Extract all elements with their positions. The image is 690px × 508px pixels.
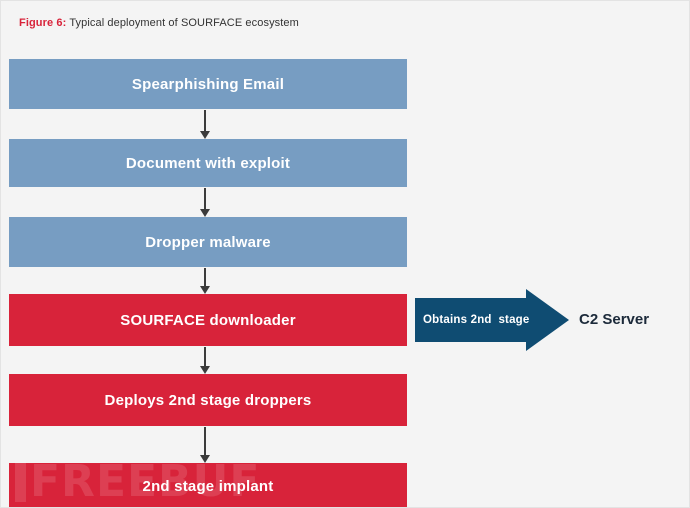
flow-node-sourface-downloader: SOURFACE downloader (9, 294, 407, 346)
c2-block-arrow: Obtains 2nd stage (415, 289, 569, 351)
flow-arrow-down-3-icon (200, 268, 210, 294)
figure-caption-text: Typical deployment of SOURFACE ecosystem (66, 17, 299, 29)
figure-caption: Figure 6: Typical deployment of SOURFACE… (19, 17, 299, 29)
flow-arrow-down-5-icon (200, 427, 210, 463)
c2-arrow-label: Obtains 2nd stage (423, 314, 530, 326)
flow-node-spearphishing-email: Spearphishing Email (9, 59, 407, 109)
flow-arrow-down-2-icon (200, 188, 210, 217)
figure-number: Figure 6: (19, 17, 67, 29)
flow-node-dropper-malware: Dropper malware (9, 217, 407, 267)
flow-arrow-down-4-icon (200, 347, 210, 374)
flow-arrow-down-1-icon (200, 110, 210, 139)
flow-node-document-with-exploit: Document with exploit (9, 139, 407, 187)
flow-node-deploys-2nd-stage-droppers: Deploys 2nd stage droppers (9, 374, 407, 426)
flow-node-2nd-stage-implant: 2nd stage implant (9, 463, 407, 507)
block-arrow-icon (415, 289, 569, 351)
c2-server-label: C2 Server (579, 311, 650, 328)
